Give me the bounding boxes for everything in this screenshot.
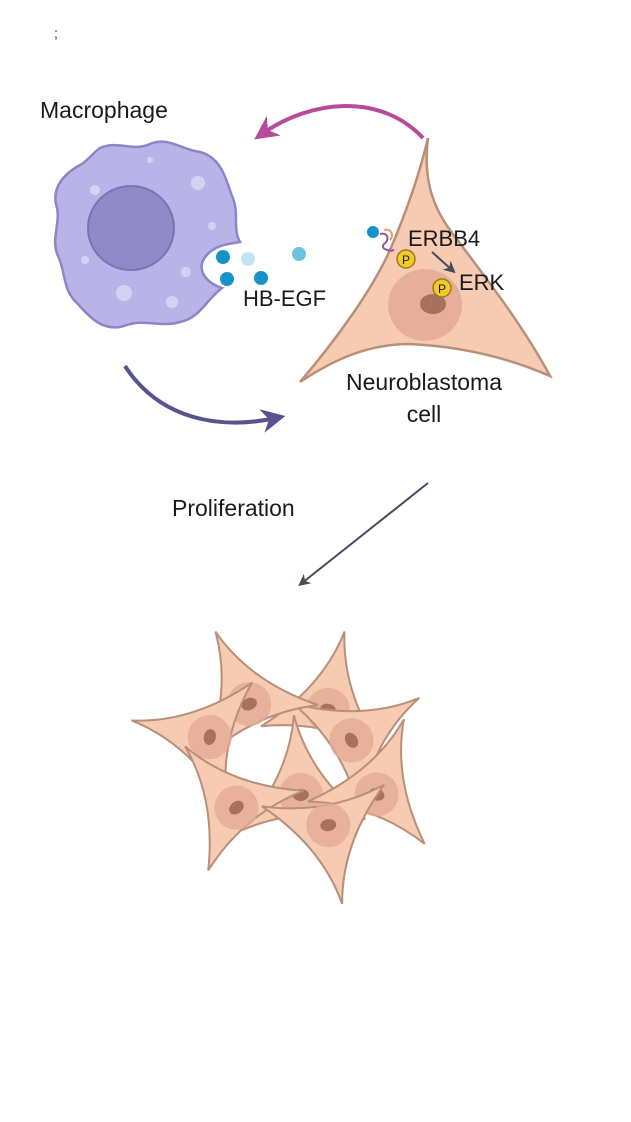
ligand-dot bbox=[216, 250, 230, 264]
erbb4-receptor bbox=[367, 226, 395, 252]
phospho-label: P bbox=[402, 253, 410, 267]
macrophage-cell bbox=[53, 140, 242, 329]
macrophage-granules bbox=[81, 157, 216, 308]
ligand-dot bbox=[220, 272, 234, 286]
neuroblastoma-cell bbox=[299, 137, 553, 384]
neuroblastoma-label-line1: Neuroblastoma bbox=[346, 369, 502, 395]
neuroblastoma-body bbox=[299, 137, 553, 384]
erbb4-label: ERBB4 bbox=[408, 226, 480, 251]
phospho-badge-erk: P bbox=[432, 278, 452, 298]
hb-egf-label: HB-EGF bbox=[243, 286, 326, 311]
erk-label: ERK bbox=[459, 270, 505, 295]
hb-egf-ligands bbox=[216, 247, 306, 286]
phospho-label: P bbox=[438, 282, 446, 296]
corner-mark: ; bbox=[54, 25, 58, 41]
phospho-badge-receptor: P bbox=[396, 249, 416, 269]
neuroblastoma-to-macrophage-arrow bbox=[254, 104, 425, 140]
neuroblastoma-nucleolus bbox=[420, 294, 446, 314]
erbb4-to-erk-arrow bbox=[431, 251, 456, 274]
ligand-dot bbox=[254, 271, 268, 285]
proliferation-label: Proliferation bbox=[172, 495, 295, 521]
macrophage-to-neuroblastoma-arrow bbox=[123, 364, 286, 433]
ligand-dot bbox=[292, 247, 306, 261]
neuroblastoma-label-line2: cell bbox=[407, 401, 442, 427]
ligand-dot bbox=[241, 252, 255, 266]
macrophage-label: Macrophage bbox=[40, 97, 168, 123]
proliferation-arrow bbox=[298, 482, 429, 586]
proliferating-cell-cluster bbox=[117, 604, 464, 916]
macrophage-nucleus bbox=[87, 185, 175, 271]
